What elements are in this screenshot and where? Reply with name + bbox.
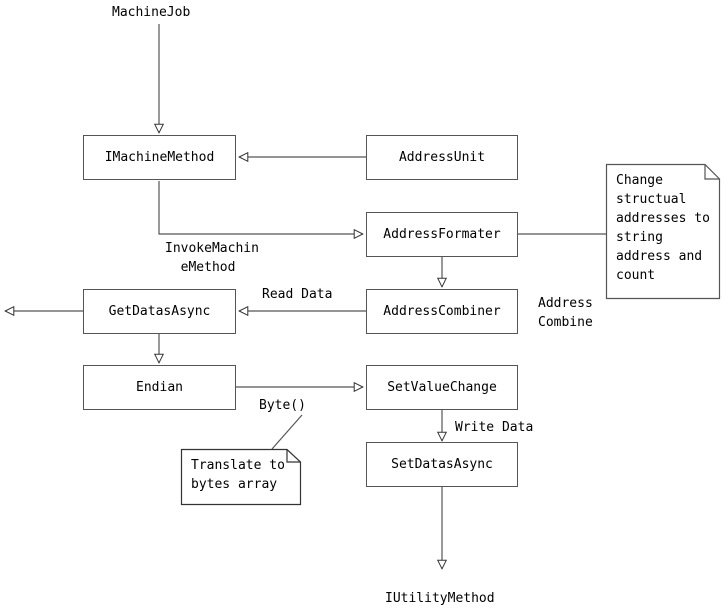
note-line: count — [616, 268, 656, 283]
note-line: structual — [616, 192, 687, 207]
edge-label-invoke-machine-method: InvokeMachin eMethod — [165, 241, 259, 275]
label-machinejob: MachineJob — [112, 5, 191, 20]
node-setdatasasync-label: SetDatasAsync — [391, 457, 493, 472]
node-setdatasasync[interactable]: SetDatasAsync — [366, 442, 518, 487]
note-translate-bytes-shape — [180, 448, 302, 506]
note-translate-bytes-text: Translate to bytes array — [191, 456, 293, 494]
node-setvaluechange[interactable]: SetValueChange — [366, 365, 518, 410]
node-imachinemethod-label: IMachineMethod — [104, 150, 215, 165]
note-line: addresses to — [616, 211, 710, 226]
label-iutilitymethod: IUtilityMethod — [385, 591, 495, 606]
node-endian[interactable]: Endian — [83, 365, 236, 410]
node-getdatasasync[interactable]: GetDatasAsync — [83, 289, 236, 334]
node-addressformater[interactable]: AddressFormater — [366, 212, 518, 257]
label-address-combine: Address Combine — [538, 296, 593, 330]
node-getdatasasync-label: GetDatasAsync — [108, 304, 211, 319]
note-line: bytes array — [191, 477, 278, 492]
note-address-change-shape — [605, 163, 721, 300]
note-address-change[interactable]: Change structual addresses to string add… — [605, 163, 721, 300]
edge-label-read-data: Read Data — [262, 287, 333, 302]
note-line: Translate to — [191, 458, 285, 473]
note-address-change-text: Change structual addresses to string add… — [616, 171, 712, 285]
node-endian-label: Endian — [136, 380, 183, 395]
node-addressformater-label: AddressFormater — [383, 227, 501, 242]
node-addresscombiner[interactable]: AddressCombiner — [366, 289, 518, 334]
node-addresscombiner-label: AddressCombiner — [383, 304, 501, 319]
node-setvaluechange-label: SetValueChange — [387, 380, 497, 395]
node-addressunit[interactable]: AddressUnit — [366, 135, 518, 180]
edge-label-write-data: Write Data — [455, 420, 534, 435]
edge-imachinemethod-to-addressformater — [158, 181, 363, 234]
leader-note-bytes — [271, 414, 303, 450]
note-line: Change — [616, 173, 663, 188]
node-imachinemethod[interactable]: IMachineMethod — [83, 135, 236, 180]
note-line: address and — [616, 249, 703, 264]
note-translate-bytes[interactable]: Translate to bytes array — [180, 448, 302, 506]
edge-label-byte: Byte() — [259, 398, 306, 413]
node-addressunit-label: AddressUnit — [398, 150, 486, 165]
note-line: string — [616, 230, 663, 245]
